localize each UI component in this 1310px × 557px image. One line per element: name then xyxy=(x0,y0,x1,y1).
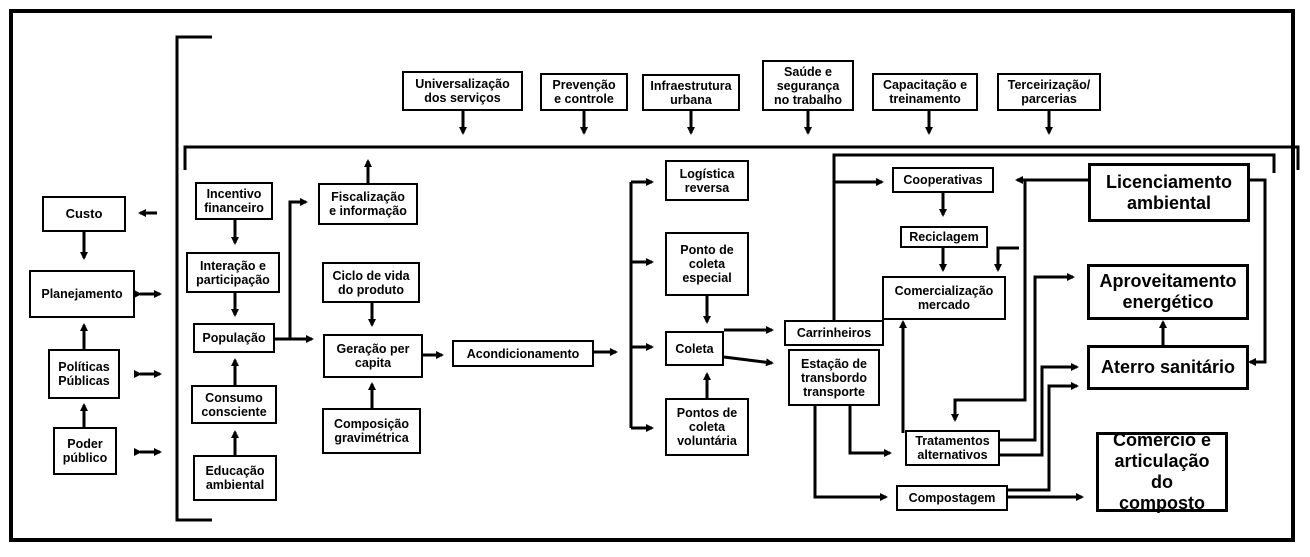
node-populacao: População xyxy=(193,323,275,353)
node-aproveitamento-energetico: Aproveitamento energético xyxy=(1087,264,1249,320)
node-aterro-sanitario: Aterro sanitário xyxy=(1087,345,1249,390)
node-prevencao-controle: Prevenção e controle xyxy=(540,73,628,111)
arrow-coleta-estacao xyxy=(723,355,774,367)
node-logistica-reversa: Logística reversa xyxy=(665,160,749,201)
node-terceirizacao-parcerias: Terceirização/ parcerias xyxy=(997,73,1101,111)
node-cooperativas: Cooperativas xyxy=(892,167,994,193)
node-poder-publico: Poder público xyxy=(53,427,117,475)
node-fiscalizacao-informacao: Fiscalização e informação xyxy=(318,183,418,225)
arrow-estacao-compostagem xyxy=(813,406,888,501)
node-licenciamento-ambiental: Licenciamento ambiental xyxy=(1088,163,1250,222)
arrow-tratamentos-aproveitamento xyxy=(1000,273,1075,442)
node-custo: Custo xyxy=(42,196,126,232)
node-compostagem: Compostagem xyxy=(896,485,1008,511)
node-ponto-coleta-especial: Ponto de coleta especial xyxy=(665,232,749,296)
node-composicao-gravimetrica: Composição gravimétrica xyxy=(322,408,421,454)
arrow-licenciamento-tratamentos xyxy=(951,180,1027,422)
node-capacitacao-treinamento: Capacitação e treinamento xyxy=(872,73,978,111)
node-acondicionamento: Acondicionamento xyxy=(452,340,594,367)
node-infraestrutura-urbana: Infraestrutura urbana xyxy=(642,74,740,111)
node-incentivo-financeiro: Incentivo financeiro xyxy=(195,182,273,220)
left-bracket-line xyxy=(175,35,212,522)
top-bracket-line xyxy=(183,145,1300,170)
node-planejamento: Planejamento xyxy=(29,270,135,318)
node-ciclo-de-vida: Ciclo de vida do produto xyxy=(322,262,420,303)
node-politicas-publicas: Políticas Públicas xyxy=(48,349,120,399)
arrow-licenciamento-aterro xyxy=(1248,178,1267,366)
arrow-estacao-tratamentos xyxy=(848,406,892,457)
node-estacao-transbordo: Estação de transbordo transporte xyxy=(788,349,880,406)
node-educacao-ambiental: Educação ambiental xyxy=(193,455,277,501)
arrow-tratamentos-aterro xyxy=(1000,363,1079,457)
node-coleta: Coleta xyxy=(665,331,724,366)
node-universalizacao-servicos: Universalização dos serviços xyxy=(402,71,523,111)
node-comercio-articulacao-composto: Comércio e articulação do composto xyxy=(1096,430,1228,513)
node-geracao-per-capita: Geração per capita xyxy=(323,334,423,378)
node-tratamentos-alternativos: Tratamentos alternativos xyxy=(905,430,1000,466)
node-interacao-participacao: Interação e participação xyxy=(186,252,280,293)
node-consumo-consciente: Consumo consciente xyxy=(191,385,277,424)
node-comercializacao-mercado: Comercialização mercado xyxy=(882,276,1006,320)
arrow-to-comercializacao-right xyxy=(994,246,1019,272)
arrow-compostagem-aterro xyxy=(1008,382,1079,492)
line-carrinheiros-up xyxy=(832,153,1276,320)
node-reciclagem: Reciclagem xyxy=(900,226,988,248)
node-pontos-coleta-voluntaria: Pontos de coleta voluntária xyxy=(665,398,749,456)
node-carrinheiros: Carrinheiros xyxy=(784,320,884,346)
node-saude-seguranca-trabalho: Saúde e segurança no trabalho xyxy=(762,60,854,111)
diagram-frame xyxy=(9,9,1295,542)
